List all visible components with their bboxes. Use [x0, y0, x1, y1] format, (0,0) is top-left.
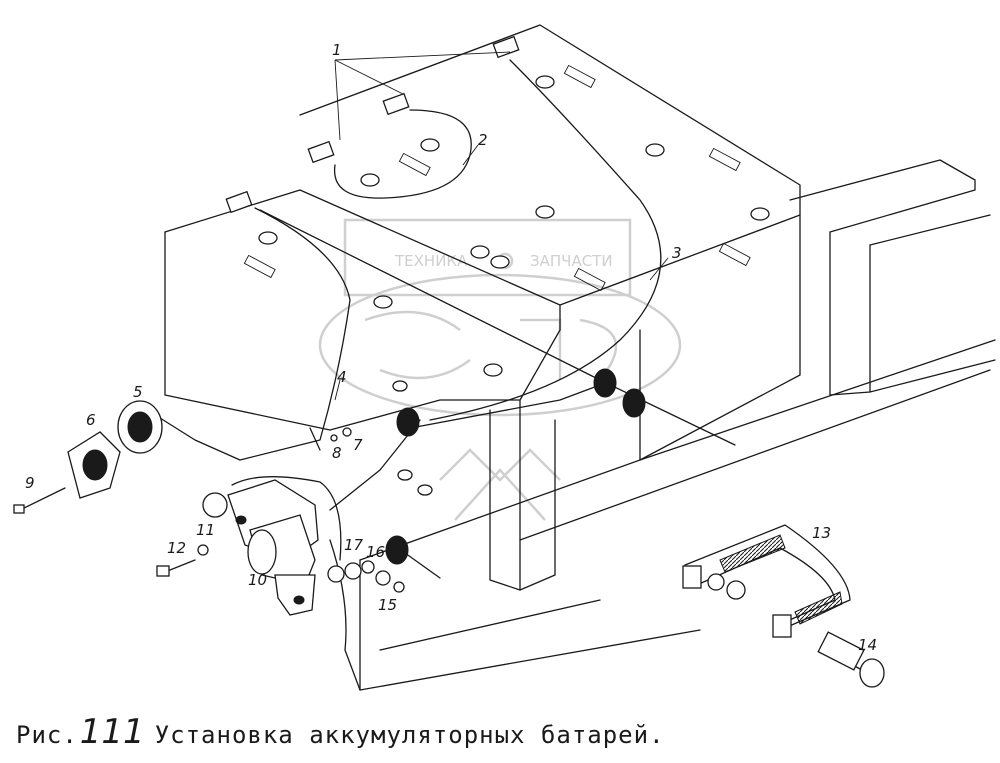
callout-9: 9 — [25, 474, 35, 492]
battery-installation-drawing: ТЕХНИКА ЗАПЧАСТИ — [13, 24, 996, 691]
callout-8: 8 — [332, 444, 342, 462]
callout-7: 7 — [353, 436, 363, 454]
battery-rear — [299, 24, 801, 461]
callout-6: 6 — [86, 411, 96, 429]
watermark-oval — [318, 273, 682, 417]
callout-16: 16 — [366, 543, 385, 561]
callout-10: 10 — [248, 571, 267, 589]
ground-strap — [682, 524, 885, 688]
callout-15: 15 — [378, 596, 397, 614]
grommets — [385, 368, 646, 579]
watermark-right-text: ЗАПЧАСТИ — [530, 252, 613, 270]
callouts: 1 2 3 4 5 6 7 8 9 10 11 12 13 14 15 16 1… — [25, 41, 877, 654]
watermark-logo-letters — [364, 310, 618, 381]
callout-2: 2 — [478, 131, 488, 149]
callout-1: 1 — [332, 41, 342, 59]
frame-member — [359, 159, 996, 691]
caption-number: 111 — [79, 712, 145, 752]
callout-4: 4 — [337, 368, 347, 386]
callout-11: 11 — [196, 521, 215, 539]
fasteners — [156, 427, 405, 593]
callout-12: 12 — [167, 539, 186, 557]
callout-13: 13 — [812, 524, 831, 542]
leader-lines — [334, 51, 669, 401]
callout-5: 5 — [133, 383, 143, 401]
callout-17: 17 — [344, 536, 364, 554]
battery-front — [164, 189, 606, 591]
watermark-emblem — [439, 448, 561, 521]
mass-switch — [202, 476, 342, 616]
callout-14: 14 — [858, 636, 877, 654]
watermark-left-text: ТЕХНИКА — [394, 252, 468, 270]
watermark-frame — [343, 218, 632, 297]
callout-3: 3 — [672, 244, 682, 262]
caption-prefix: Рис. — [16, 721, 78, 749]
figure-caption: Рис.111 Установка аккумуляторных батарей. — [16, 712, 665, 752]
caption-title: Установка аккумуляторных батарей. — [154, 721, 665, 749]
cover-assembly — [13, 400, 163, 514]
